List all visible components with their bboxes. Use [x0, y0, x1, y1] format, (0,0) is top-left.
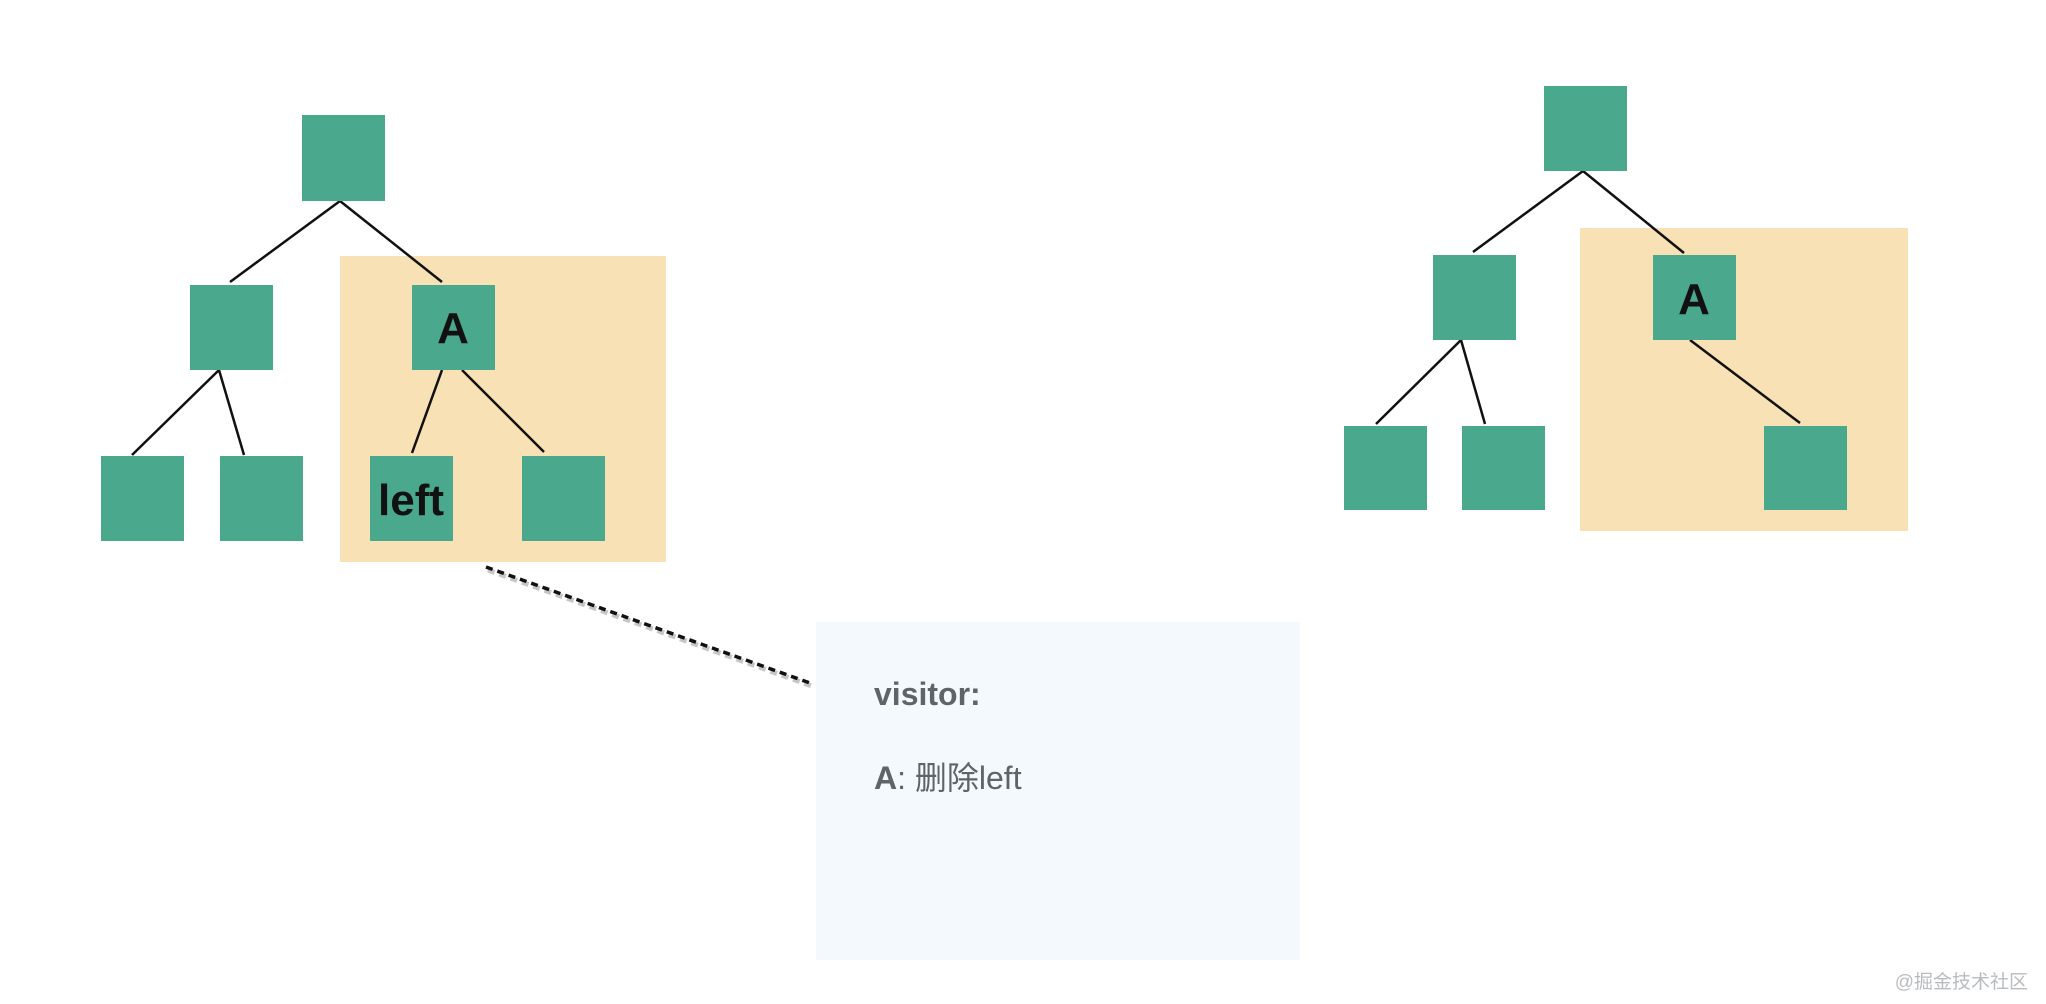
left-edge-a-to-left: [410, 369, 444, 454]
left-tree-level1-left-node: [190, 285, 273, 370]
note-line-key: A: [874, 760, 898, 796]
left-tree-node-a-label: A: [437, 304, 469, 353]
left-edge-l1-to-l1b: [217, 369, 246, 456]
left-tree-node-a: [412, 285, 495, 370]
left-edge-root-to-a: [339, 200, 443, 283]
left-edge-l1-to-l1a: [131, 369, 220, 456]
left-tree-leaf-1: [101, 456, 184, 541]
dashed-connector: [487, 567, 813, 689]
visitor-note: visitor: A: 删除left: [816, 622, 1300, 960]
right-edge-root-to-l1: [1472, 169, 1584, 254]
right-tree-node-a: [1653, 255, 1736, 340]
right-edge-l1-to-leaf2: [1459, 339, 1487, 425]
right-tree-leaf-1: [1344, 426, 1427, 510]
right-edge-root-to-a: [1582, 170, 1685, 254]
left-tree-edges: [131, 199, 545, 456]
left-tree-leaf-4: [522, 456, 605, 541]
right-tree-root-node: [1544, 86, 1627, 171]
right-edge-a-to-leaf: [1689, 339, 1801, 424]
note-box-background: [816, 622, 1300, 960]
left-tree-root-node: [302, 115, 385, 201]
watermark: @掘金技术社区: [1894, 972, 2028, 993]
left-tree-leaf-2: [220, 456, 303, 541]
right-tree-level1-left-node: [1433, 255, 1516, 340]
left-tree-node-left-label: left: [378, 476, 444, 525]
right-tree-edges: [1375, 169, 1801, 425]
right-tree-leaf-2: [1462, 426, 1545, 510]
right-edge-l1-to-leaf1: [1375, 339, 1462, 425]
note-line: A: 删除left: [874, 758, 1300, 798]
right-tree-node-a-label: A: [1678, 275, 1710, 324]
note-title: visitor:: [874, 676, 981, 712]
dashed-connector-line: [485, 565, 811, 685]
left-edge-a-to-right: [461, 369, 545, 453]
left-tree-node-left: [370, 456, 453, 541]
right-tree-leaf-3: [1764, 426, 1847, 510]
left-edge-root-to-l1: [229, 199, 341, 284]
note-line-text: : 删除left: [897, 760, 1022, 796]
